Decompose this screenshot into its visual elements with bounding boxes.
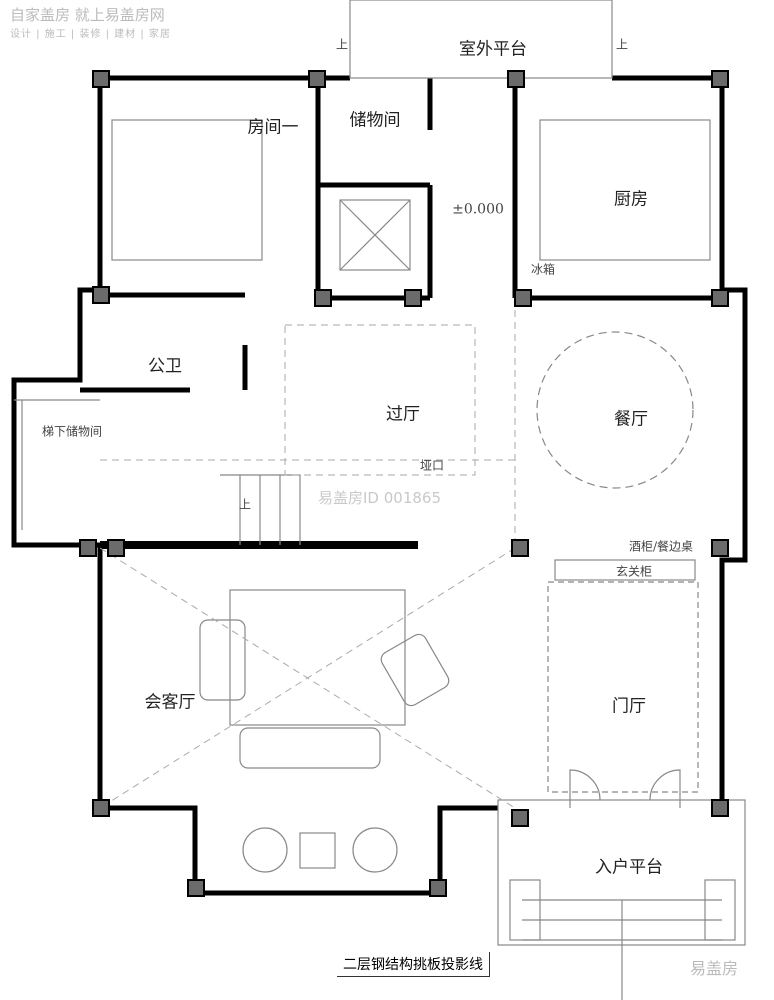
stair-up-left: 上 <box>335 37 349 52</box>
entry-cabinet-label: 玄关柜 <box>615 564 653 579</box>
brand-watermark: 易盖房 <box>690 959 739 978</box>
logo-line2: 设计 | 施工 | 装修 | 建材 | 家居 <box>10 29 171 40</box>
room-living: 会客厅 <box>144 692 196 713</box>
logo: 自家盖房 就上易盖房网 设计 | 施工 | 装修 | 建材 | 家居 <box>10 4 171 40</box>
stair-up-label: 上 <box>238 497 252 512</box>
room-kitchen: 厨房 <box>614 189 648 210</box>
fridge-label: 冰箱 <box>530 262 556 277</box>
elevation-mark: ±0.000 <box>452 201 504 218</box>
room-bedroom-1: 房间一 <box>247 117 299 138</box>
columns <box>79 70 729 897</box>
room-foyer: 门厅 <box>612 696 646 717</box>
room-outdoor-platform: 室外平台 <box>459 39 527 60</box>
wine-cabinet-label: 酒柜/餐边桌 <box>628 539 694 554</box>
room-hall: 过厅 <box>386 404 420 425</box>
room-dining: 餐厅 <box>614 409 648 430</box>
opening-label: 垭口 <box>419 458 445 473</box>
room-under-stair-storage: 梯下储物间 <box>41 424 103 439</box>
room-entry-platform: 入户平台 <box>595 857 663 878</box>
room-public-bathroom: 公卫 <box>148 356 182 377</box>
room-storage: 储物间 <box>349 110 401 131</box>
projection-line-note: 二层钢结构挑板投影线 <box>337 952 490 977</box>
watermark: 易盖房ID 001865 <box>318 489 442 507</box>
stair-up-right: 上 <box>615 37 629 52</box>
logo-line1: 自家盖房 就上易盖房网 <box>10 6 165 24</box>
